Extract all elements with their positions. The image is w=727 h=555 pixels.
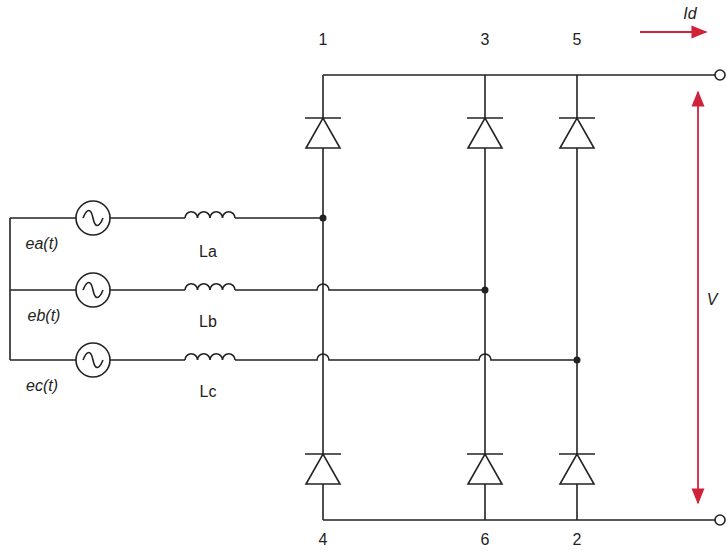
diode-bar (467, 453, 503, 455)
diode-symbol (560, 454, 594, 484)
dc-bus (323, 74, 715, 76)
diode-symbol (306, 118, 340, 148)
inductor-label: La (197, 243, 219, 261)
sine-mark (83, 211, 103, 226)
neutral-wire (9, 218, 11, 360)
column-wire (484, 148, 486, 454)
source-wire (10, 217, 76, 219)
diode-bar (559, 117, 595, 119)
diode-number: 1 (317, 31, 330, 49)
diode-number: 5 (571, 31, 584, 49)
dc-bus (323, 519, 715, 521)
inductor-label: Lc (198, 383, 219, 401)
phase-wire (235, 284, 485, 290)
source-wire (10, 289, 76, 291)
voltage-arrow (697, 92, 699, 503)
source-label: ea(t) (24, 235, 61, 253)
phase-wire (235, 217, 323, 219)
ac-source (76, 343, 110, 377)
diode-number: 3 (479, 31, 492, 49)
current-label: Id (681, 5, 698, 23)
ac-source (76, 201, 110, 235)
output-terminal (715, 515, 725, 525)
ac-source (76, 273, 110, 307)
source-wire (10, 359, 76, 361)
diode-bar (305, 117, 341, 119)
diode-bar (467, 117, 503, 119)
column-wire (576, 484, 578, 520)
junction-dot (482, 287, 489, 294)
inductor-coil (185, 284, 235, 290)
column-wire (484, 484, 486, 520)
phase-wire (110, 217, 185, 219)
column-wire (322, 484, 324, 520)
diode-bar (305, 453, 341, 455)
diode-symbol (468, 118, 502, 148)
inductor-coil (185, 212, 235, 218)
column-wire (322, 148, 324, 454)
diode-number: 6 (479, 531, 492, 549)
column-wire (322, 75, 324, 118)
diode-symbol (306, 454, 340, 484)
source-label: ec(t) (24, 377, 60, 395)
phase-wire (110, 289, 185, 291)
voltage-label: V (705, 291, 720, 309)
column-wire (576, 148, 578, 454)
inductor-label: Lb (197, 313, 219, 331)
junction-dot (574, 357, 581, 364)
source-label: eb(t) (26, 307, 63, 325)
sine-mark (83, 353, 103, 368)
diode-number: 2 (571, 531, 584, 549)
junction-dot (320, 215, 327, 222)
column-wire (576, 75, 578, 118)
phase-wire (235, 354, 577, 360)
sine-mark (83, 283, 103, 298)
diode-number: 4 (317, 531, 330, 549)
diode-symbol (560, 118, 594, 148)
column-wire (484, 75, 486, 118)
diode-bar (559, 453, 595, 455)
diode-symbol (468, 454, 502, 484)
output-terminal (715, 70, 725, 80)
current-arrow (640, 31, 706, 33)
phase-wire (110, 359, 185, 361)
inductor-coil (185, 354, 235, 360)
